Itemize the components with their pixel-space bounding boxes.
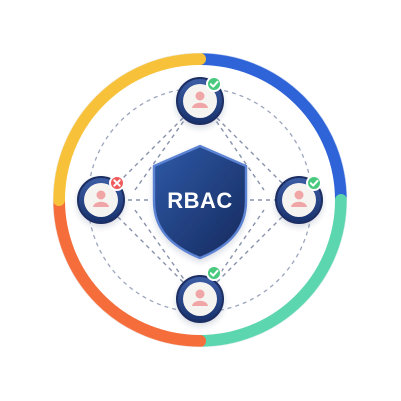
user-body-icon bbox=[192, 102, 208, 108]
rbac-shield: RBAC bbox=[152, 144, 248, 260]
check-icon bbox=[209, 269, 219, 277]
avatar-background bbox=[183, 84, 217, 118]
ring-outline bbox=[52, 52, 348, 348]
shield-label: RBAC bbox=[167, 188, 233, 213]
ring-segment-bottom-right bbox=[194, 194, 347, 347]
badge-circle bbox=[306, 175, 322, 191]
badge-circle bbox=[206, 76, 222, 92]
avatar-background bbox=[84, 183, 118, 217]
user-body-icon bbox=[93, 201, 109, 207]
shield-body bbox=[152, 144, 248, 260]
outer-ring bbox=[52, 52, 348, 348]
status-badge-left bbox=[109, 175, 125, 191]
user-body-icon bbox=[192, 300, 208, 306]
avatar-background bbox=[282, 183, 316, 217]
badge-circle bbox=[206, 265, 222, 281]
ring-segment-bottom-left bbox=[53, 194, 206, 347]
user-body-icon bbox=[291, 201, 307, 207]
check-icon bbox=[309, 179, 319, 187]
avatar-background bbox=[183, 282, 217, 316]
user-head-icon bbox=[294, 190, 304, 200]
user-head-icon bbox=[96, 190, 106, 200]
ring-segment-top-right bbox=[194, 53, 347, 206]
status-badge-top bbox=[206, 76, 222, 92]
status-badge-bottom bbox=[206, 265, 222, 281]
x-icon bbox=[113, 179, 121, 187]
ring-segment-top-left bbox=[53, 53, 206, 206]
user-node-bottom bbox=[176, 275, 224, 323]
check-icon bbox=[209, 80, 219, 88]
user-head-icon bbox=[195, 91, 205, 101]
user-head-icon bbox=[195, 289, 205, 299]
status-badge-right bbox=[306, 175, 322, 191]
